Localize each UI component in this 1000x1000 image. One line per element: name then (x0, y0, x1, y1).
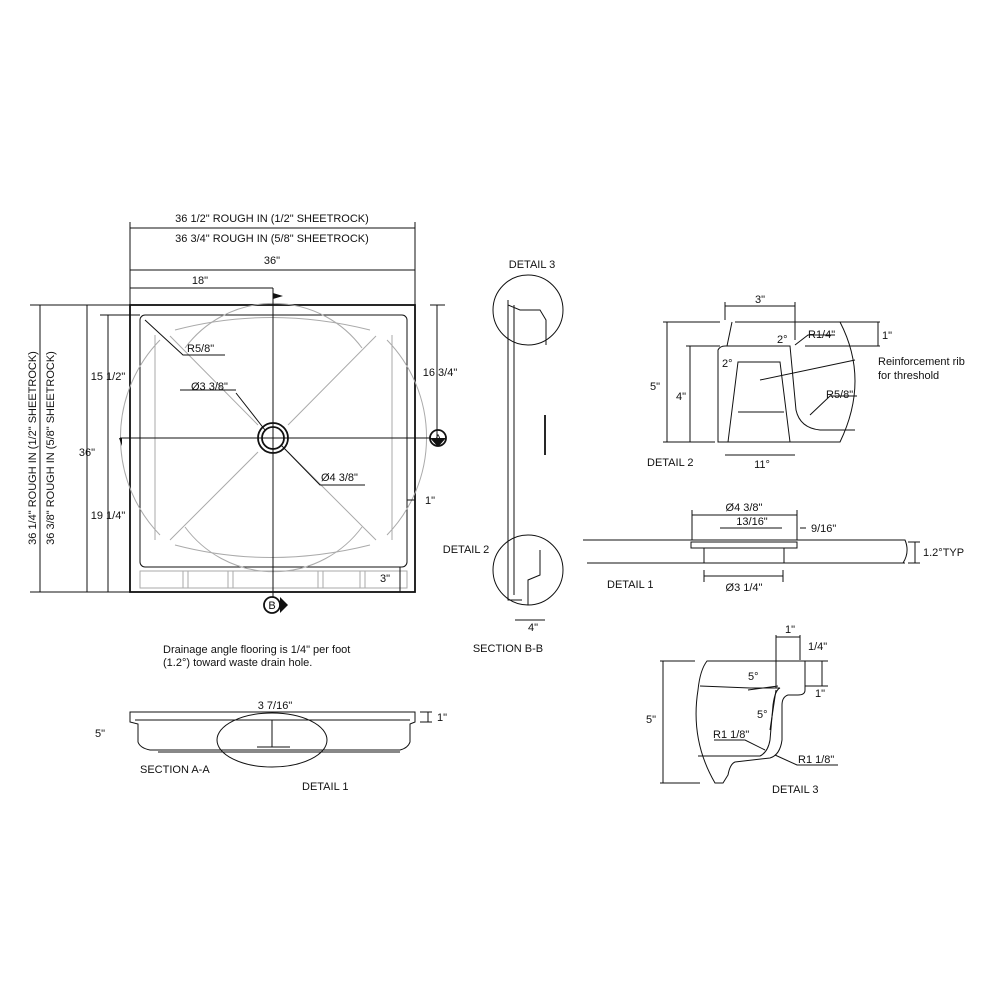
dim-left-rough-58: 36 3/8" ROUGH IN (5/8" SHEETROCK) (45, 351, 57, 545)
dim-top-part: 15 1/2" (91, 371, 126, 383)
edge-dim: 1" (425, 495, 435, 507)
section-bb: DETAIL 3 DETAIL 2 4" SECTION B-B (443, 259, 564, 655)
dim-rough-half: 36 1/2" ROUGH IN (1/2" SHEETROCK) (175, 213, 369, 225)
section-bb-label: SECTION B-B (473, 643, 543, 655)
dim-bottom-part: 19 1/4" (91, 510, 126, 522)
d3-r1: R1 1/8" (713, 729, 749, 741)
d1-bottom: Ø3 1/4" (726, 582, 763, 594)
marker-a-label: A (434, 433, 442, 445)
d2-top-dim: 3" (755, 294, 765, 306)
d3-height: 5" (646, 714, 656, 726)
dim-half: 18" (192, 275, 208, 287)
section-aa: 3 7/16" 1" 5" SECTION A-A DETAIL 1 (95, 700, 447, 793)
detail-1-label: DETAIL 1 (607, 579, 653, 591)
d2-note-2: for threshold (878, 370, 939, 382)
d2-h5: 5" (650, 381, 660, 393)
d2-angle-side: 2° (722, 358, 733, 370)
detail-3: 1" 1/4" 5° 1" 5° 5" R1 1/8" R1 1/8" DETA… (646, 624, 838, 796)
detail-1-ref: DETAIL 1 (302, 781, 348, 793)
dim-right: 16 3/4" (423, 367, 458, 379)
d2-r58: R5/8" (826, 389, 853, 401)
section-marker-a[interactable]: A (429, 429, 447, 447)
dim-rough-58: 36 3/4" ROUGH IN (5/8" SHEETROCK) (175, 233, 369, 245)
detail-2: 3" R1/4" 2° 2° 1" Reinforcement rib for … (647, 294, 965, 471)
threshold-dim: 3" (380, 573, 390, 585)
d1-lip: 9/16" (811, 523, 836, 535)
d1-outer: Ø4 3/8" (726, 502, 763, 514)
height-dim: 5" (95, 728, 105, 740)
section-aa-label: SECTION A-A (140, 764, 210, 776)
d3-quarter: 1/4" (808, 641, 827, 653)
d3-top: 1" (785, 624, 795, 636)
drainage-note-2: (1.2°) toward waste drain hole. (163, 657, 312, 669)
dim-left-rough-half: 36 1/4" ROUGH IN (1/2" SHEETROCK) (27, 351, 39, 545)
d2-r14: R1/4" (808, 329, 835, 341)
d2-note-1: Reinforcement rib (878, 356, 965, 368)
drain-outer-label: Ø4 3/8" (321, 472, 358, 484)
marker-b-label: B (268, 600, 275, 612)
d3-angle-1: 5° (748, 671, 759, 683)
d3-rim: 1" (815, 688, 825, 700)
section-marker-b[interactable]: B (263, 596, 288, 614)
d1-typ: 1.2°TYP (923, 547, 964, 559)
detail-2-callout (492, 534, 564, 606)
plan-view: A B 36 1/2" ROUGH IN (1/2" SHEETROCK) 36… (27, 213, 458, 614)
d3-angle-2: 5° (757, 709, 768, 721)
width-dim: 4" (528, 622, 538, 634)
d2-h4: 4" (676, 391, 686, 403)
detail-3-label: DETAIL 3 (772, 784, 818, 796)
detail-3-ref: DETAIL 3 (509, 259, 555, 271)
drain-inner-label: Ø3 3/8" (191, 381, 228, 393)
d2-angle-top: 2° (777, 334, 788, 346)
detail-1-callout (216, 712, 328, 768)
d2-rim-dim: 1" (882, 330, 892, 342)
drainage-note-1: Drainage angle flooring is 1/4" per foot (163, 644, 350, 656)
detail-3-callout (492, 274, 564, 346)
detail-1: Ø4 3/8" 13/16" 9/16" 1.2°TYP Ø3 1/4" DET… (583, 502, 964, 594)
d1-inner: 13/16" (736, 516, 768, 528)
dim-height: 36" (79, 447, 95, 459)
d3-r2: R1 1/8" (798, 754, 834, 766)
detail-2-label: DETAIL 2 (647, 457, 693, 469)
depth-dim: 3 7/16" (258, 700, 293, 712)
detail-2-ref: DETAIL 2 (443, 544, 489, 556)
dim-width: 36" (264, 255, 280, 267)
d2-bottom: 11° (754, 459, 770, 471)
rim-dim: 1" (437, 712, 447, 724)
radius-label: R5/8" (187, 343, 214, 355)
